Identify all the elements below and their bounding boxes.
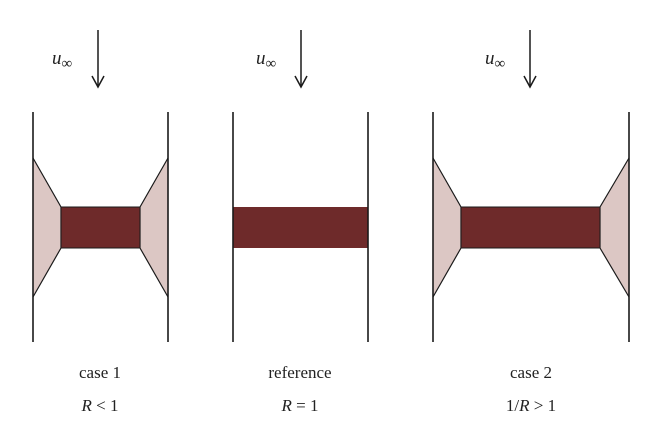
panel-case-1: u∞ case 1 R < 1 [32,30,169,415]
flow-arrow-head-case-1 [91,75,105,89]
block-case-1 [60,206,141,249]
block-reference [233,207,368,248]
condition-case-2: 1/R > 1 [506,396,556,415]
panel-case-2: u∞ case 2 1/R > 1 [432,30,630,415]
flow-arrow-head-case-2 [523,75,537,89]
condition-case-1: R < 1 [81,396,119,415]
velocity-label-reference: u∞ [256,48,276,72]
block-case-2 [460,206,601,249]
right-taper-case-1 [140,158,168,297]
velocity-label-case-1: u∞ [52,48,72,72]
caption-case-2: case 2 [510,363,552,382]
left-taper-case-1 [33,158,61,297]
velocity-label-case-2: u∞ [485,48,505,72]
flow-arrow-head-reference [294,75,308,89]
condition-reference: R = 1 [281,396,319,415]
caption-reference: reference [268,363,331,382]
right-taper-case-2 [600,158,629,297]
caption-case-1: case 1 [79,363,121,382]
panel-reference: u∞ reference R = 1 [232,30,369,415]
left-taper-case-2 [433,158,461,297]
